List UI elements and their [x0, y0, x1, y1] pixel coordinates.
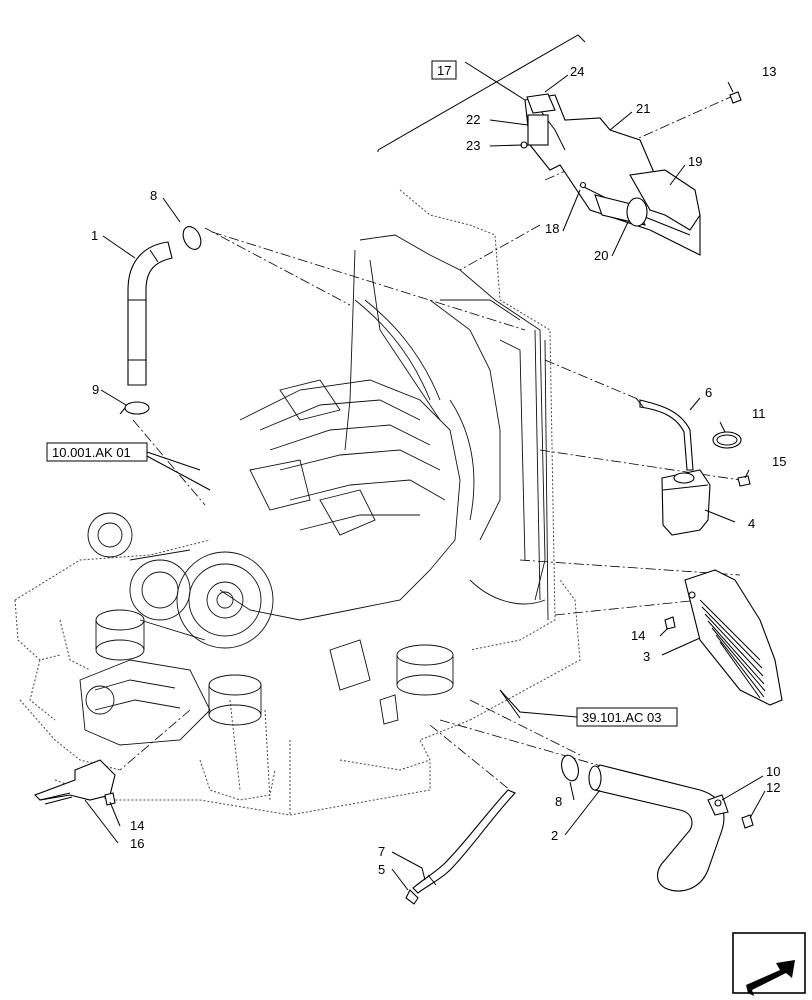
callout-2: 2 — [551, 828, 558, 843]
callout-16: 16 — [130, 836, 144, 851]
callout-labels: 1 8 9 24 22 23 21 19 18 20 13 6 11 15 4 … — [91, 64, 786, 877]
part-16-bracket — [34, 759, 116, 805]
next-page-arrow-icon[interactable] — [732, 932, 806, 996]
callout-4: 4 — [748, 516, 755, 531]
callout-8-upper: 8 — [150, 188, 157, 203]
part-19-duct — [629, 169, 701, 231]
part-5-7-hose — [405, 789, 516, 905]
part-12-bolt — [741, 814, 754, 829]
callout-17: 17 — [437, 63, 451, 78]
callout-8-lower: 8 — [555, 794, 562, 809]
engine-reference-link[interactable]: 10.001.AK 01 — [52, 445, 131, 460]
part-1-hose — [127, 241, 173, 386]
part-14-bolt-upper — [664, 616, 676, 630]
part-18-screw — [579, 181, 587, 189]
callout-23: 23 — [466, 138, 480, 153]
callout-15: 15 — [772, 454, 786, 469]
part-9-clamp — [119, 401, 150, 415]
part-8-clamp-lower — [561, 754, 579, 782]
part-11-oring — [712, 431, 742, 449]
callout-18: 18 — [545, 221, 559, 236]
part-8-clamp — [182, 226, 202, 250]
part-3-grille — [684, 569, 783, 706]
callout-6: 6 — [705, 385, 712, 400]
callout-leaders — [84, 61, 766, 891]
assembly-lines — [119, 94, 741, 801]
callout-21: 21 — [636, 101, 650, 116]
callout-17-box: 17 — [431, 60, 457, 80]
callout-3: 3 — [643, 649, 650, 664]
ref-engine-box[interactable]: 10.001.AK 01 — [46, 442, 148, 462]
part-20-tube — [594, 194, 648, 227]
callout-5: 5 — [378, 862, 385, 877]
frame-reference-link[interactable]: 39.101.AC 03 — [582, 710, 662, 725]
engine-assembly — [79, 189, 556, 746]
part-17-assembly-bracket — [377, 34, 586, 152]
grille-slots — [699, 599, 766, 699]
part-4-reservoir — [661, 469, 711, 536]
callout-1: 1 — [91, 228, 98, 243]
part-15-bolt — [737, 475, 751, 487]
part-22-23-block — [520, 114, 549, 149]
ref-frame-box[interactable]: 39.101.AC 03 — [576, 707, 678, 727]
part-10-bracket — [707, 794, 729, 816]
callout-13: 13 — [762, 64, 776, 79]
part-24-latch — [526, 93, 556, 114]
callout-22: 22 — [466, 112, 480, 127]
callout-9: 9 — [92, 382, 99, 397]
part-14-bolt-lower — [104, 792, 116, 806]
callout-11: 11 — [752, 406, 766, 421]
part-13-bolt — [729, 91, 742, 104]
callout-10: 10 — [766, 764, 780, 779]
callout-14-lower: 14 — [130, 818, 144, 833]
callout-19: 19 — [688, 154, 702, 169]
callout-12: 12 — [766, 780, 780, 795]
part-6-hose — [635, 397, 694, 471]
callout-7: 7 — [378, 844, 385, 859]
part-2-elbow — [588, 764, 725, 892]
callout-20: 20 — [594, 248, 608, 263]
callout-14-upper: 14 — [631, 628, 645, 643]
callout-24: 24 — [570, 64, 584, 79]
